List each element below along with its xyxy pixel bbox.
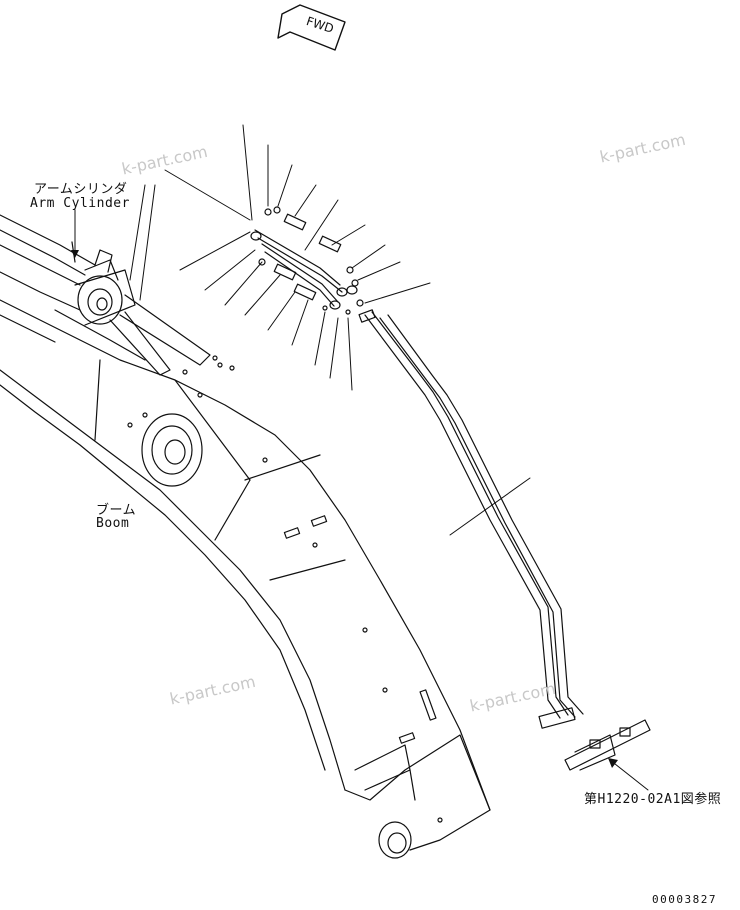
- arm-cylinder-label-en: Arm Cylinder: [30, 196, 130, 211]
- boom-outline: [0, 299, 491, 859]
- arm-cylinder-label-jp: アームシリンダ: [34, 182, 128, 197]
- upper-hoses: [250, 229, 358, 310]
- arm-cylinder-assembly: [0, 214, 235, 376]
- hydraulic-pipes: [364, 311, 651, 771]
- leader-lines: [74, 124, 649, 791]
- bolts-and-fittings: [258, 206, 376, 323]
- boom-label-jp: ブーム: [96, 503, 137, 518]
- boom-label-en: Boom: [96, 516, 130, 531]
- drawing-number: 00003827: [652, 893, 717, 906]
- fwd-arrow-icon: [277, 4, 346, 51]
- arm-cylinder-arrow-icon: [71, 250, 79, 258]
- reference-note: 第H1220-02A1図参照: [584, 792, 722, 807]
- reference-arrow-icon: [608, 758, 618, 768]
